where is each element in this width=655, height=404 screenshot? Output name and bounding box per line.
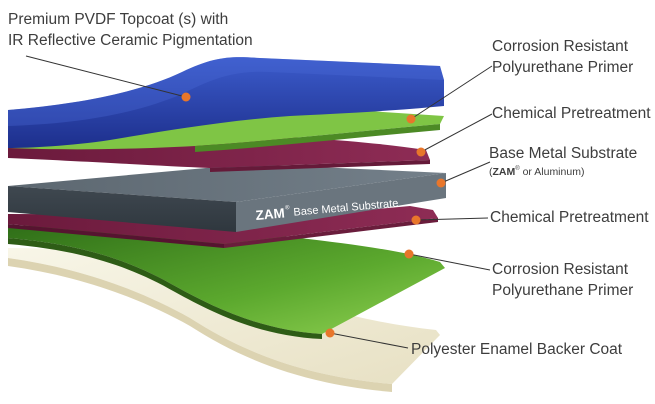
label-substrate-line1: Base Metal Substrate	[489, 145, 637, 162]
marker-backer	[325, 328, 335, 338]
marker-dots	[181, 92, 446, 338]
marker-topcoat	[181, 92, 191, 102]
label-primer-bottom-line2: Polyurethane Primer	[492, 282, 633, 299]
substrate-sub-open: (	[489, 166, 493, 178]
marker-pretreat-top	[416, 147, 426, 157]
marker-pretreat-bottom	[411, 215, 421, 225]
marker-substrate	[436, 178, 446, 188]
label-topcoat-line1: Premium PVDF Topcoat (s) with	[8, 11, 228, 28]
topcoat-layer	[8, 57, 444, 148]
emboss-brand: ZAM	[255, 205, 285, 222]
substrate-sub-brand: ZAM	[493, 166, 516, 178]
label-substrate-line2: (ZAM® or Aluminum)	[489, 165, 584, 178]
marker-primer-bottom	[404, 249, 414, 259]
label-primer-top-line2: Polyurethane Primer	[492, 59, 633, 76]
marker-primer-top	[406, 114, 416, 124]
label-topcoat-line2: IR Reflective Ceramic Pigmentation	[8, 32, 253, 49]
substrate-sub-reg: ®	[515, 165, 520, 172]
label-pretreat-top: Chemical Pretreatment	[492, 105, 651, 122]
label-primer-bottom-line1: Corrosion Resistant	[492, 261, 629, 278]
leader-lines	[25, 55, 493, 349]
substrate-sub-rest: or Aluminum)	[520, 166, 585, 178]
substrate-layer	[8, 164, 446, 232]
label-pretreat-bottom: Chemical Pretreatment	[490, 209, 649, 226]
primer-bottom-layer	[8, 225, 445, 339]
emboss-reg: ®	[285, 204, 291, 211]
label-backer: Polyester Enamel Backer Coat	[411, 341, 623, 358]
label-primer-top-line1: Corrosion Resistant	[492, 38, 629, 55]
